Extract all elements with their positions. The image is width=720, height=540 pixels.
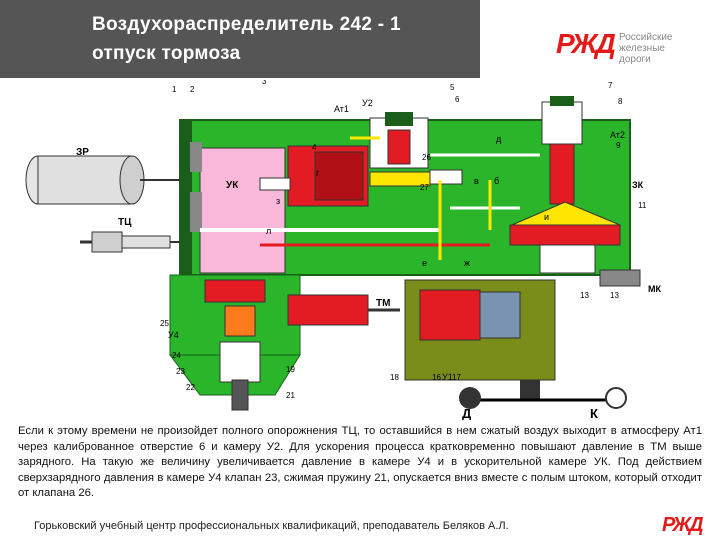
part-number-19: 23 — [176, 367, 185, 376]
part-number-10: 11 — [638, 201, 647, 210]
part-number-22: 26 — [422, 153, 431, 162]
brake-cylinder: ТЦ — [80, 217, 171, 253]
part-number-11: 13 — [580, 291, 589, 300]
channel-d: д — [496, 134, 502, 144]
channel-v: в — [474, 176, 479, 186]
part-number-6: 6 — [455, 95, 460, 104]
part-number-7: 7 — [608, 81, 613, 90]
air-distributor-diagram: ЗР ТЦ УК — [25, 80, 661, 420]
part-number-3: 3 — [262, 80, 267, 86]
part-number-23: 27 — [420, 183, 429, 192]
channel-e: е — [422, 258, 427, 268]
part-number-15: 18 — [390, 373, 399, 382]
slide-footer: Горьковский учебный центр профессиональн… — [0, 508, 720, 540]
distributor-body: УК — [140, 96, 641, 287]
part-number-18: 22 — [186, 383, 195, 392]
part-number-20: 24 — [172, 351, 181, 360]
channel-g: г — [316, 168, 320, 178]
title-line-2: отпуск тормоза — [92, 43, 241, 64]
label-at1: Ат1 — [334, 104, 349, 114]
part-number-1: 1 — [172, 85, 177, 94]
label-tm: ТМ — [376, 298, 390, 309]
label-uk: УК — [226, 180, 239, 191]
rzd-logo-text: Российские железные дороги — [619, 32, 696, 65]
channel-b: б — [494, 176, 499, 186]
description-text: Если к этому времени не произойдет полно… — [18, 425, 702, 499]
main-part: ТМ — [169, 274, 400, 411]
logo-line-1: Российские — [619, 32, 673, 43]
label-mk: МК — [648, 284, 661, 294]
footer-credit: Горьковский учебный центр профессиональн… — [34, 520, 509, 532]
part-number-8: 8 — [618, 97, 623, 106]
title-bar: Воздухораспределитель 242 - 1 отпуск тор… — [0, 0, 480, 78]
slide-title: Воздухораспределитель 242 - 1 отпуск тор… — [92, 10, 401, 68]
part-number-16: 19 — [286, 365, 295, 374]
switch-block: Д К — [404, 279, 627, 420]
part-number-4: 4 — [312, 143, 317, 152]
channel-z: з — [276, 196, 280, 206]
rzd-logo: РЖД Российские железные дороги — [556, 26, 696, 65]
part-number-2: 2 — [190, 85, 195, 94]
label-d: Д — [462, 406, 472, 420]
part-number-12: 13 — [610, 291, 619, 300]
part-number-17: 21 — [286, 391, 295, 400]
rzd-logo-mark: РЖД — [556, 28, 616, 59]
label-u2: У2 — [362, 98, 373, 108]
part-number-9: 9 — [616, 141, 621, 150]
label-u1: У1 — [442, 372, 453, 382]
part-number-5: 5 — [450, 83, 455, 92]
part-number-13: 16 — [432, 373, 441, 382]
slide-header: Воздухораспределитель 242 - 1 отпуск тор… — [0, 0, 720, 78]
label-at2: Ат2 — [610, 130, 625, 140]
part-number-21: 25 — [160, 319, 169, 328]
logo-line-2: железные дороги — [619, 43, 665, 65]
title-line-1: Воздухораспределитель 242 - 1 — [92, 14, 401, 35]
channel-zh: ж — [464, 258, 470, 268]
channel-l: л — [266, 226, 271, 236]
label-u4: У4 — [168, 330, 179, 340]
label-k: К — [590, 406, 598, 420]
label-zr: ЗР — [76, 147, 89, 158]
channel-i: и — [544, 212, 549, 222]
reserve-tank: ЗР — [25, 147, 145, 205]
label-tc: ТЦ — [118, 217, 132, 228]
footer-rzd-logo: РЖД — [662, 514, 704, 536]
label-zk: ЗК — [632, 180, 644, 190]
part-number-14: 17 — [452, 373, 461, 382]
